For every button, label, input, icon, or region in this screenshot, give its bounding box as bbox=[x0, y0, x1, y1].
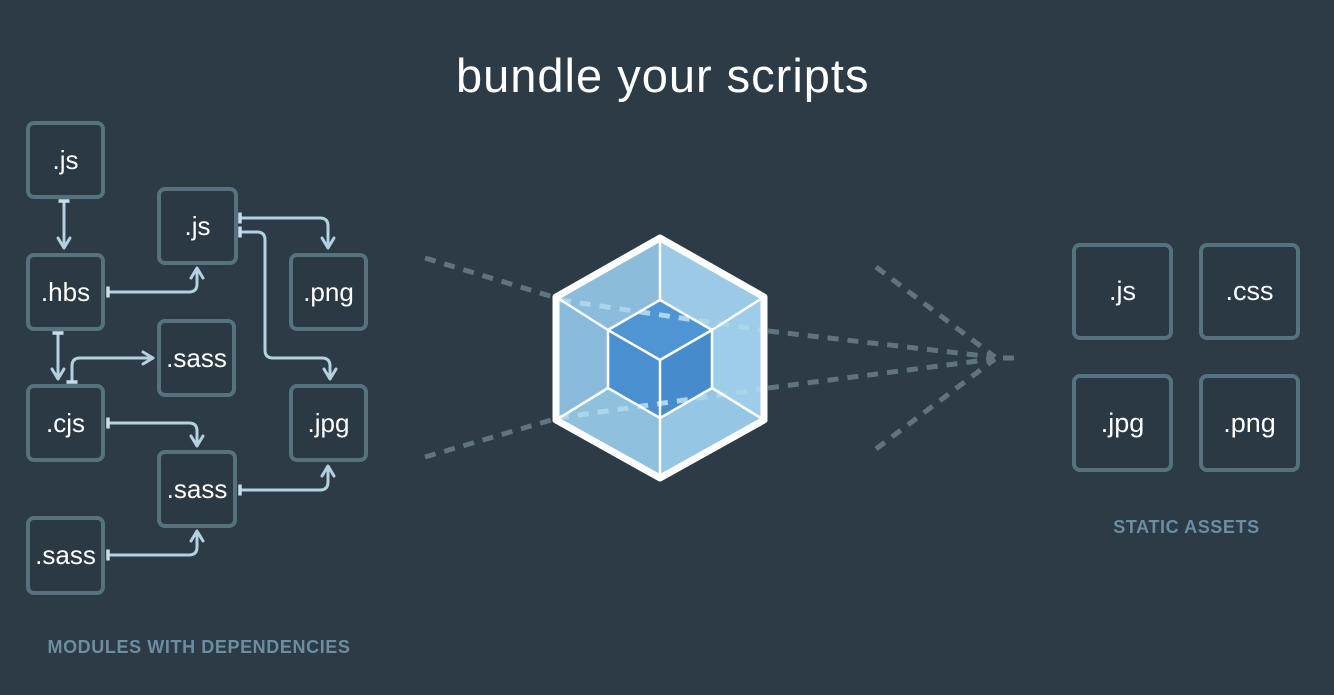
output-dashed-line-top bbox=[767, 328, 994, 360]
module-label: .png bbox=[303, 276, 354, 307]
module-box-png: .png bbox=[289, 253, 368, 331]
module-box-sass-3: .sass bbox=[26, 516, 105, 595]
module-label: .js bbox=[52, 144, 79, 175]
module-box-cjs: .cjs bbox=[26, 384, 105, 462]
output-chevron-top bbox=[874, 265, 997, 359]
module-box-sass-1: .sass bbox=[157, 319, 236, 397]
asset-box-css: .css bbox=[1199, 243, 1300, 340]
output-chevron-bottom bbox=[874, 357, 997, 451]
module-label: .hbs bbox=[40, 276, 91, 307]
output-dashed-line-bottom bbox=[767, 356, 994, 391]
module-box-js-1: .js bbox=[26, 121, 105, 199]
inner-cube-left-face bbox=[608, 330, 660, 418]
module-box-js-2: .js bbox=[157, 187, 238, 265]
module-label: .sass bbox=[35, 540, 96, 570]
module-label: .js bbox=[184, 210, 211, 241]
module-box-jpg: .jpg bbox=[289, 384, 368, 462]
module-box-sass-2: .sass bbox=[157, 450, 237, 528]
module-label: .jpg bbox=[307, 407, 350, 438]
module-box-hbs: .hbs bbox=[26, 253, 105, 331]
connector-cjs-to-sass1 bbox=[66, 350, 155, 384]
inner-dashed-line-bottom bbox=[557, 386, 763, 421]
connector-cjs-to-sass2 bbox=[106, 417, 205, 448]
asset-label: .css bbox=[1225, 276, 1274, 306]
dashed-flow-lines bbox=[424, 255, 1019, 460]
page-title: bundle your scripts bbox=[456, 49, 870, 102]
inner-cube-top-face bbox=[608, 300, 712, 360]
input-dashed-line-top bbox=[424, 255, 561, 302]
asset-box-js: .js bbox=[1072, 243, 1173, 340]
module-label: .sass bbox=[166, 473, 228, 504]
connector-hbs-to-js2 bbox=[106, 266, 205, 298]
asset-box-png: .png bbox=[1199, 374, 1300, 472]
asset-box-jpg: .jpg bbox=[1072, 374, 1173, 472]
asset-label: .png bbox=[1223, 407, 1276, 438]
inner-cube-right-face bbox=[660, 330, 712, 418]
connector-js2-to-png bbox=[238, 212, 336, 250]
modules-section-label: MODULES WITH DEPENDENCIES bbox=[47, 637, 351, 657]
module-label: .cjs bbox=[46, 407, 85, 438]
module-label: .sass bbox=[166, 342, 227, 373]
asset-label: .jpg bbox=[1100, 407, 1145, 438]
webpack-cube-logo bbox=[552, 234, 768, 482]
input-dashed-line-bottom bbox=[424, 415, 559, 460]
connector-sass3-to-sass2 bbox=[106, 529, 205, 561]
asset-label: .js bbox=[1109, 276, 1136, 306]
inner-dashed-line-top bbox=[559, 297, 763, 333]
assets-section-label: STATIC ASSETS bbox=[1113, 517, 1260, 537]
connector-sass2-to-jpg bbox=[238, 464, 336, 496]
